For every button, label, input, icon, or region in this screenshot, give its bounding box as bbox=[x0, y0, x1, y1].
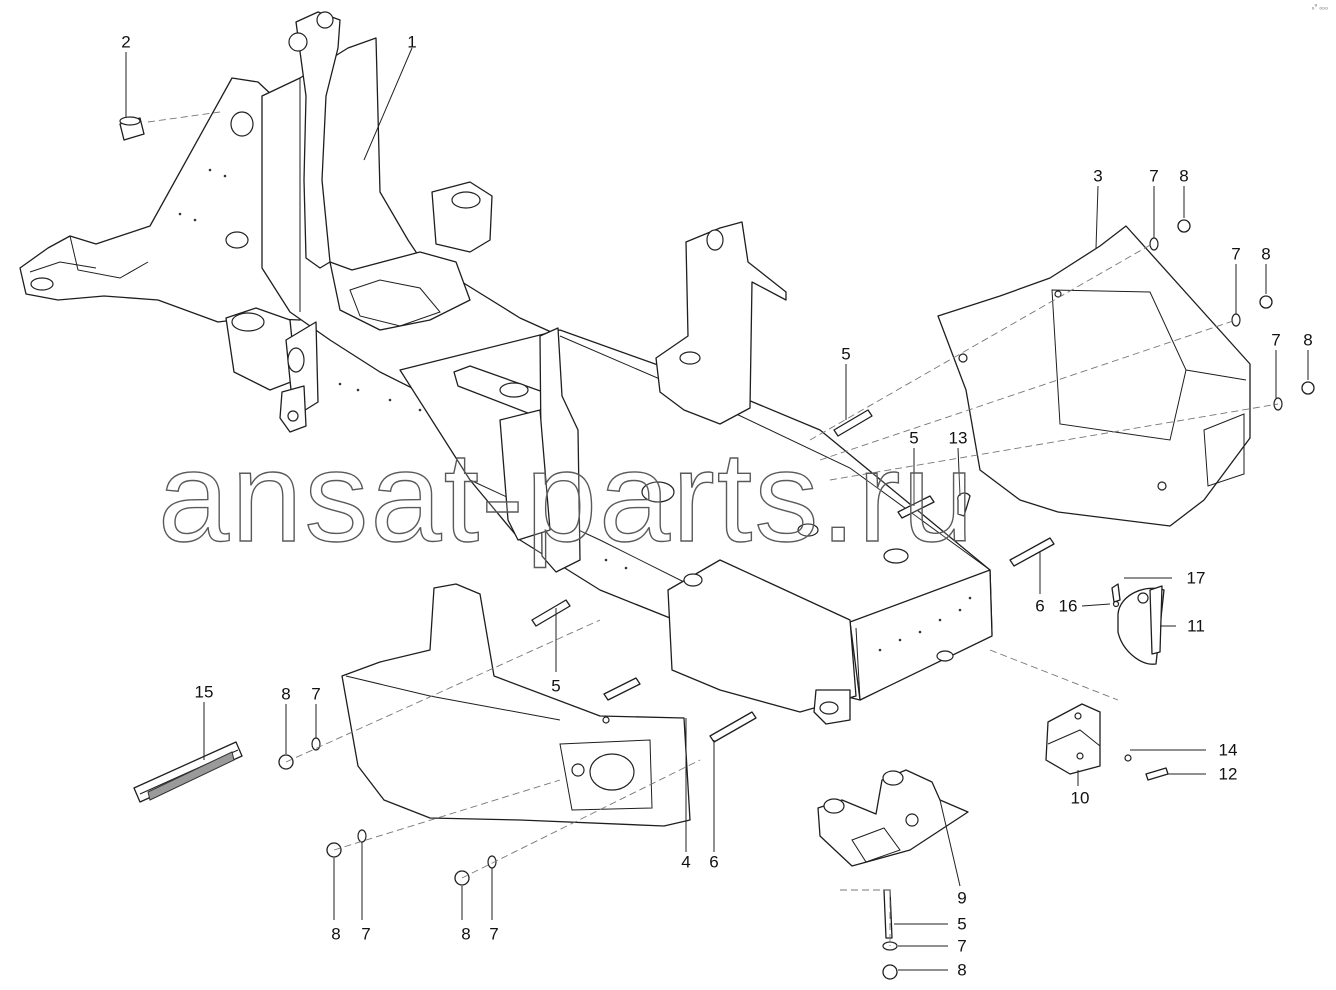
callout-label: 7 bbox=[957, 936, 967, 956]
alignment-lines bbox=[147, 111, 1279, 946]
main-frame bbox=[19, 11, 993, 725]
corner-mark: ₀⁰ ₀₀₀ bbox=[1311, 4, 1328, 11]
callout-label: 17 bbox=[1186, 568, 1206, 588]
callout-label: 6 bbox=[1035, 596, 1045, 616]
callout-label: 5 bbox=[909, 428, 919, 448]
callout-label: 8 bbox=[957, 960, 967, 980]
callout-label: 1 bbox=[407, 32, 417, 52]
fasteners bbox=[278, 219, 1315, 980]
bracket-part-10 bbox=[1045, 703, 1101, 775]
callout-label: 10 bbox=[1070, 788, 1090, 808]
callout-label: 11 bbox=[1187, 616, 1205, 636]
callout-label: 7 bbox=[311, 684, 321, 704]
callout-label: 15 bbox=[194, 682, 214, 702]
pins bbox=[531, 409, 1055, 939]
callout-label: 5 bbox=[551, 676, 561, 696]
bushing-part-2 bbox=[119, 116, 145, 141]
callout-label: 14 bbox=[1218, 740, 1238, 760]
callout-label: 9 bbox=[957, 888, 967, 908]
callout-label: 16 bbox=[1058, 596, 1078, 616]
callout-label: 5 bbox=[841, 344, 851, 364]
strip-part-15 bbox=[133, 741, 243, 803]
callout-label: 2 bbox=[121, 32, 131, 52]
callout-label: 8 bbox=[461, 924, 471, 944]
leader-lines bbox=[125, 47, 1309, 971]
callout-label: 8 bbox=[1261, 244, 1271, 264]
hood-part-4 bbox=[341, 583, 691, 827]
callout-label: 8 bbox=[331, 924, 341, 944]
callout-label: 4 bbox=[681, 852, 691, 872]
callout-label: 3 bbox=[1093, 166, 1103, 186]
callout-label: 7 bbox=[1271, 330, 1281, 350]
callout-label: 7 bbox=[361, 924, 371, 944]
bracket-part-9 bbox=[817, 769, 969, 867]
callout-label: 7 bbox=[1231, 244, 1241, 264]
callout-label: 7 bbox=[1149, 166, 1159, 186]
callout-label: 7 bbox=[489, 924, 499, 944]
callout-label: 8 bbox=[281, 684, 291, 704]
watermark-text: ansat-parts.ru bbox=[157, 426, 976, 569]
hood-part-3 bbox=[937, 225, 1251, 527]
callout-label: 8 bbox=[1303, 330, 1313, 350]
callout-label: 12 bbox=[1218, 764, 1238, 784]
latch-part-11 bbox=[1117, 585, 1165, 665]
callout-label: 13 bbox=[948, 428, 968, 448]
callout-label: 6 bbox=[709, 852, 719, 872]
callout-label: 8 bbox=[1179, 166, 1189, 186]
callout-label: 5 bbox=[957, 914, 967, 934]
